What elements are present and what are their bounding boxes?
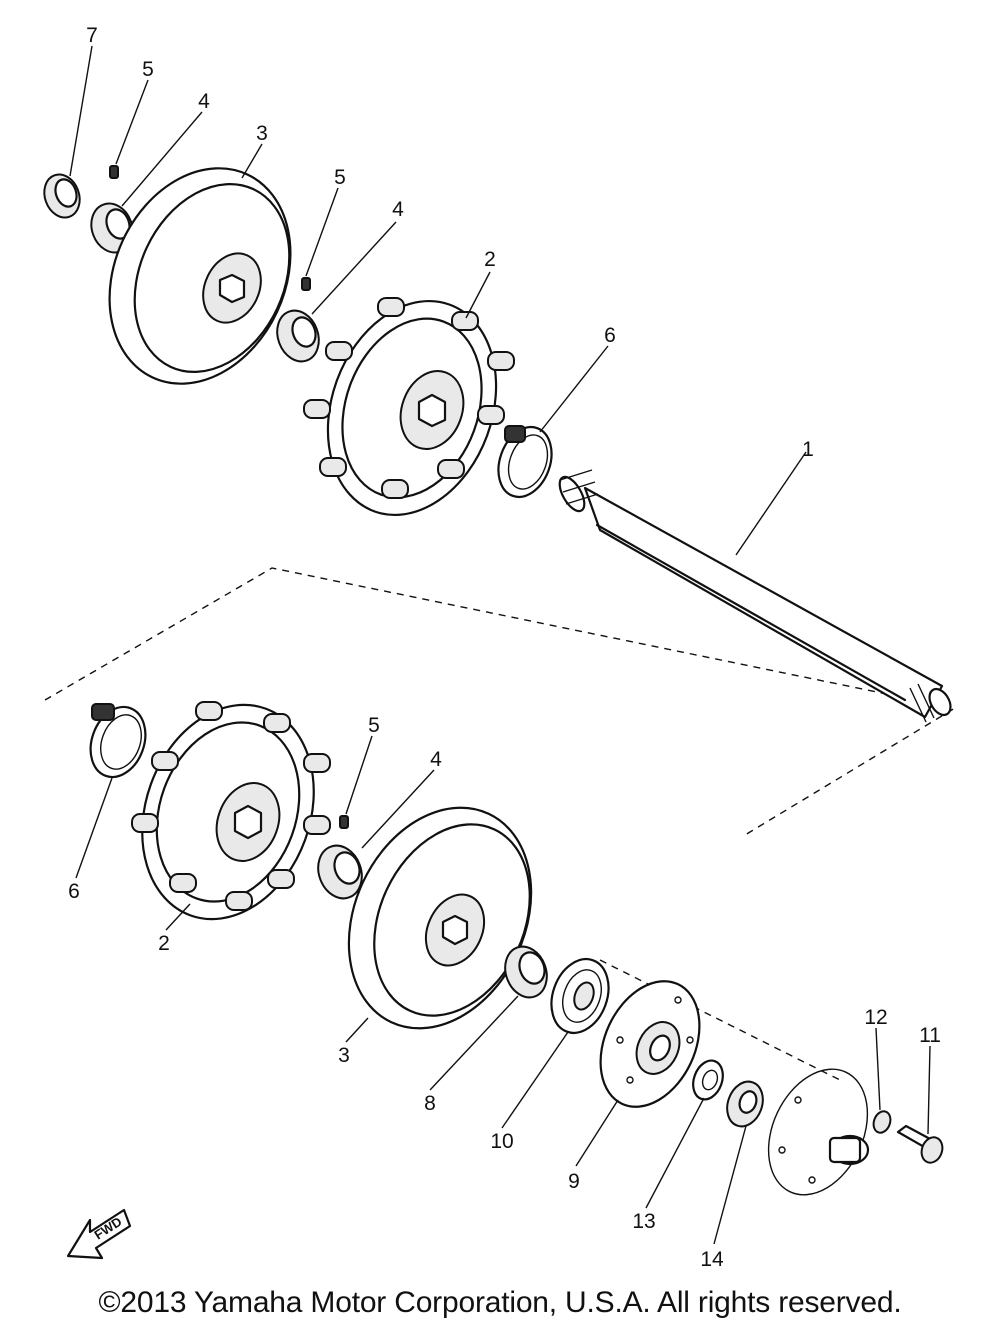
part-14-nut: [726, 1080, 764, 1128]
part-5-set-screw-upper-left: [109, 165, 119, 179]
part-9-flange-plate: [599, 980, 701, 1108]
part-6-clamp-upper: [497, 425, 553, 498]
callout-8: 8: [424, 1092, 436, 1115]
callout-4: 4: [430, 748, 442, 771]
callout-3: 3: [338, 1044, 350, 1067]
part-12-lock-washer: [872, 1110, 892, 1134]
callout-1: 1: [802, 438, 814, 461]
callout-numbers: 7 5 4 3 5 4 2 6 1 5 4 6 2 3 8 10 9 13 14…: [68, 24, 941, 1271]
bearing-housing: [767, 1068, 870, 1196]
part-2-sprocket-upper: [303, 297, 515, 517]
part-7-cap: [43, 173, 81, 219]
callout-4: 4: [392, 198, 404, 221]
callout-12: 12: [864, 1006, 887, 1029]
callout-14: 14: [700, 1248, 724, 1271]
callout-11: 11: [919, 1024, 941, 1047]
copyright-notice: ©2013 Yamaha Motor Corporation, U.S.A. A…: [98, 1286, 902, 1319]
callout-13: 13: [632, 1210, 655, 1233]
callout-6: 6: [68, 880, 80, 903]
part-5-set-screw-lower: [339, 815, 349, 829]
callout-2: 2: [158, 932, 170, 955]
callout-leader-lines: [69, 45, 931, 1245]
part-11-bolt: [896, 1124, 944, 1164]
part-8-spacer: [504, 945, 548, 999]
callout-9: 9: [568, 1170, 580, 1193]
part-3-idler-wheel-upper: [108, 167, 292, 385]
part-6-clamp-lower: [89, 703, 147, 779]
exploded-parts-diagram: FWD 7 5 4 3 5 4 2 6 1 5 4 6: [43, 24, 957, 1271]
callout-5: 5: [142, 58, 154, 81]
callout-4: 4: [198, 90, 210, 113]
part-13-washer: [692, 1059, 724, 1101]
callout-10: 10: [490, 1130, 513, 1153]
callout-5: 5: [368, 714, 380, 737]
part-5-set-screw-upper-middle: [301, 277, 311, 291]
callout-3: 3: [256, 122, 268, 145]
assembly-guide-lines: [44, 567, 957, 1081]
part-1-drive-shaft: [558, 469, 952, 723]
part-3-idler-wheel-lower: [347, 806, 533, 1030]
part-4-collar-lower: [317, 844, 363, 900]
callout-7: 7: [86, 24, 98, 47]
part-4-collar-upper-middle: [276, 309, 320, 363]
part-10-bearing: [550, 958, 610, 1034]
callout-2: 2: [484, 248, 496, 271]
callout-5: 5: [334, 166, 346, 189]
callout-6: 6: [604, 324, 616, 347]
forward-direction-arrow-icon: FWD: [66, 1208, 132, 1260]
part-2-sprocket-lower: [131, 701, 331, 921]
